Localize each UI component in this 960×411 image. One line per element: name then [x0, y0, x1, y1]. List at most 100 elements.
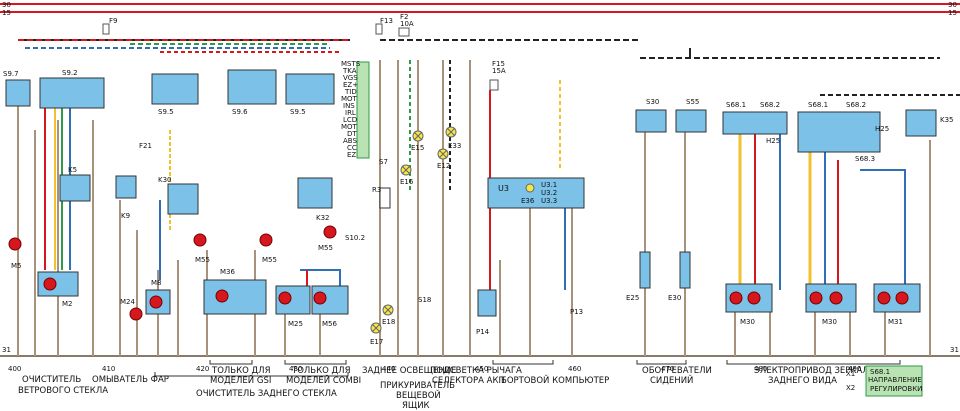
- motor-m25: M25: [275, 285, 311, 328]
- connector-0: MSTS: [341, 60, 361, 68]
- caption-420-gsi-line1: ТОЛЬКО ДЛЯ: [211, 366, 271, 376]
- connector-13: EZ: [347, 151, 356, 159]
- legend-pin-x1: X1: [846, 370, 855, 378]
- svg-text:M2: M2: [62, 300, 73, 308]
- module-e36-label: E36: [521, 197, 535, 205]
- caption-480-line2: ЗАДНЕГО ВИДА: [768, 376, 837, 386]
- svg-text:M55: M55: [318, 244, 333, 252]
- motor-m24: M24: [120, 298, 143, 321]
- fuse-f9-label: F9: [109, 17, 117, 25]
- modules: U3 E36 U3.1 U3.2 U3.3 M36 P14 P13 H25 H2…: [203, 125, 889, 336]
- switch-s68-3-label: S68.3: [855, 155, 875, 163]
- motor-m2: M2: [37, 271, 79, 308]
- relay-h25b-label: H25: [766, 137, 780, 145]
- heater-e30-label: E30: [668, 294, 681, 302]
- svg-text:M30: M30: [740, 318, 755, 326]
- caption-480-line1: ЭЛЕКТРОПРИВОД ЗЕРКАЛ: [754, 366, 869, 376]
- heater-e25-label: E25: [626, 294, 639, 302]
- module-u3-2-label: U3.2: [541, 189, 557, 197]
- svg-text:M25: M25: [288, 320, 303, 328]
- switch-s9-6-label: S9.6: [232, 108, 248, 116]
- switch-s68-2b-label: S68.2: [846, 101, 866, 109]
- bus-lines: [18, 39, 960, 96]
- rail-31-left: 31: [2, 346, 11, 354]
- connector-5: MOT: [341, 95, 358, 103]
- zone-470: 470: [661, 365, 674, 373]
- connector-8: LCD: [343, 116, 357, 124]
- relay-k32-label: K32: [316, 214, 330, 222]
- zone-420: 420: [196, 365, 209, 373]
- caption-448-line1: ПОДСВЕТКА РЫЧАГА: [430, 366, 522, 376]
- fuse-f15-rating: 15A: [492, 67, 506, 75]
- fuse-f2-label: F2: [400, 13, 408, 21]
- lamps: E15 E33 E16 E12 E17 E18: [370, 126, 535, 346]
- caption-460: БОРТОВОЙ КОМПЬЮТЕР: [501, 374, 609, 386]
- motor-m36: [215, 289, 229, 303]
- connector-1: TKA: [342, 67, 357, 75]
- svg-text:M30: M30: [822, 318, 837, 326]
- lamp-e33: E33: [445, 126, 461, 150]
- lamp-e18: E18: [382, 304, 395, 326]
- caption-420-main: ОЧИСТИТЕЛЬ ЗАДНЕГО СТЕКЛА: [196, 389, 337, 399]
- lamp-e12: E12: [437, 148, 450, 170]
- caption-445-line2: ВЕЩЕВОЙ: [396, 389, 441, 401]
- zone-numbers: 400 410 420 430 440 450 460 470 480 490: [8, 365, 861, 373]
- switch-s30-label: S30: [646, 98, 659, 106]
- fuse-f13-label: F13: [380, 17, 393, 25]
- rail-31-right: 31: [950, 346, 959, 354]
- fuse-f15-label: F15: [492, 60, 505, 68]
- connector-strip: MSTS TKA VGS EZ+ TID MOT INS IRL LCD MOT…: [341, 60, 370, 159]
- relays: K5 K9 K30 K32 K35: [59, 109, 954, 222]
- rail-30-left: 30: [2, 1, 11, 9]
- connector-3: EZ+: [343, 81, 358, 89]
- ground-rail: 31 31: [0, 346, 960, 357]
- connector-6: INS: [343, 102, 355, 110]
- switch-s9-5a-label: S9.5: [158, 108, 174, 116]
- switch-s7-label: S7: [379, 158, 388, 166]
- svg-text:M55: M55: [195, 256, 210, 264]
- module-u3-1-label: U3.1: [541, 181, 557, 189]
- svg-text:E16: E16: [400, 178, 414, 186]
- relay-k5-label: K5: [68, 166, 77, 174]
- motor-m56: M56: [311, 285, 349, 328]
- switch-s9-2-label: S9.2: [62, 69, 78, 77]
- switch-blocks: S9.7 S9.2 S9.5 S9.6 S9.5 S30 S55 S68.1 S…: [3, 69, 881, 304]
- motor-m55b: M55: [259, 233, 277, 264]
- switch-s68-1a-label: S68.1: [726, 101, 746, 109]
- power-rails: 30 15 30 15: [0, 1, 960, 17]
- caption-430-combi-line2: МОДЕЛЕЙ COMBI: [286, 374, 361, 386]
- lamp-e17: E17: [370, 322, 383, 346]
- connector-2: VGS: [343, 74, 358, 82]
- caption-445-line3: ЯЩИК: [402, 401, 430, 411]
- caption-420-gsi-line2: МОДЕЛЕЙ GSI: [210, 374, 271, 386]
- zone-480: 480: [754, 365, 767, 373]
- legend-pin-x2: X2: [846, 384, 855, 392]
- svg-text:M5: M5: [11, 262, 22, 270]
- fuse-f21-label: F21: [139, 142, 152, 150]
- switch-s68-2a-label: S68.2: [760, 101, 780, 109]
- caption-470-line1: ОБОГРЕВАТЕЛИ: [642, 366, 712, 376]
- switch-s10-2-label: S10.2: [345, 234, 365, 242]
- resistor-r3-label: R3: [372, 186, 381, 194]
- svg-text:E17: E17: [370, 338, 383, 346]
- motors: M5 M2 M24 M8 M25 M56: [8, 225, 921, 328]
- fuse-f2-rating: 10A: [400, 20, 414, 28]
- motor-m31: M31: [873, 283, 921, 326]
- relay-k35-label: K35: [940, 116, 954, 124]
- connector-9: MOT: [341, 123, 358, 131]
- caption-430-combi-line1: ТОЛЬКО ДЛЯ: [291, 366, 351, 376]
- instrument-p14-label: P14: [476, 328, 490, 336]
- switch-s9-7-label: S9.7: [3, 70, 19, 78]
- motor-m30b: M30: [805, 283, 857, 326]
- motor-m30a: M30: [725, 283, 773, 326]
- module-u3-3-label: U3.3: [541, 197, 557, 205]
- switch-s9-5b-label: S9.5: [290, 108, 306, 116]
- rail-15-left: 15: [2, 9, 11, 17]
- switch-s18-label: S18: [418, 296, 431, 304]
- connector-7: IRL: [345, 109, 356, 117]
- svg-text:M31: M31: [888, 318, 903, 326]
- legend-box: S68.1 НАПРАВЛЕНИЕ РЕГУЛИРОВКИ X1 X2: [846, 365, 923, 397]
- connector-11: ABS: [343, 137, 357, 145]
- caption-445-line1: ПРИКУРИВАТЕЛЬ: [380, 381, 455, 391]
